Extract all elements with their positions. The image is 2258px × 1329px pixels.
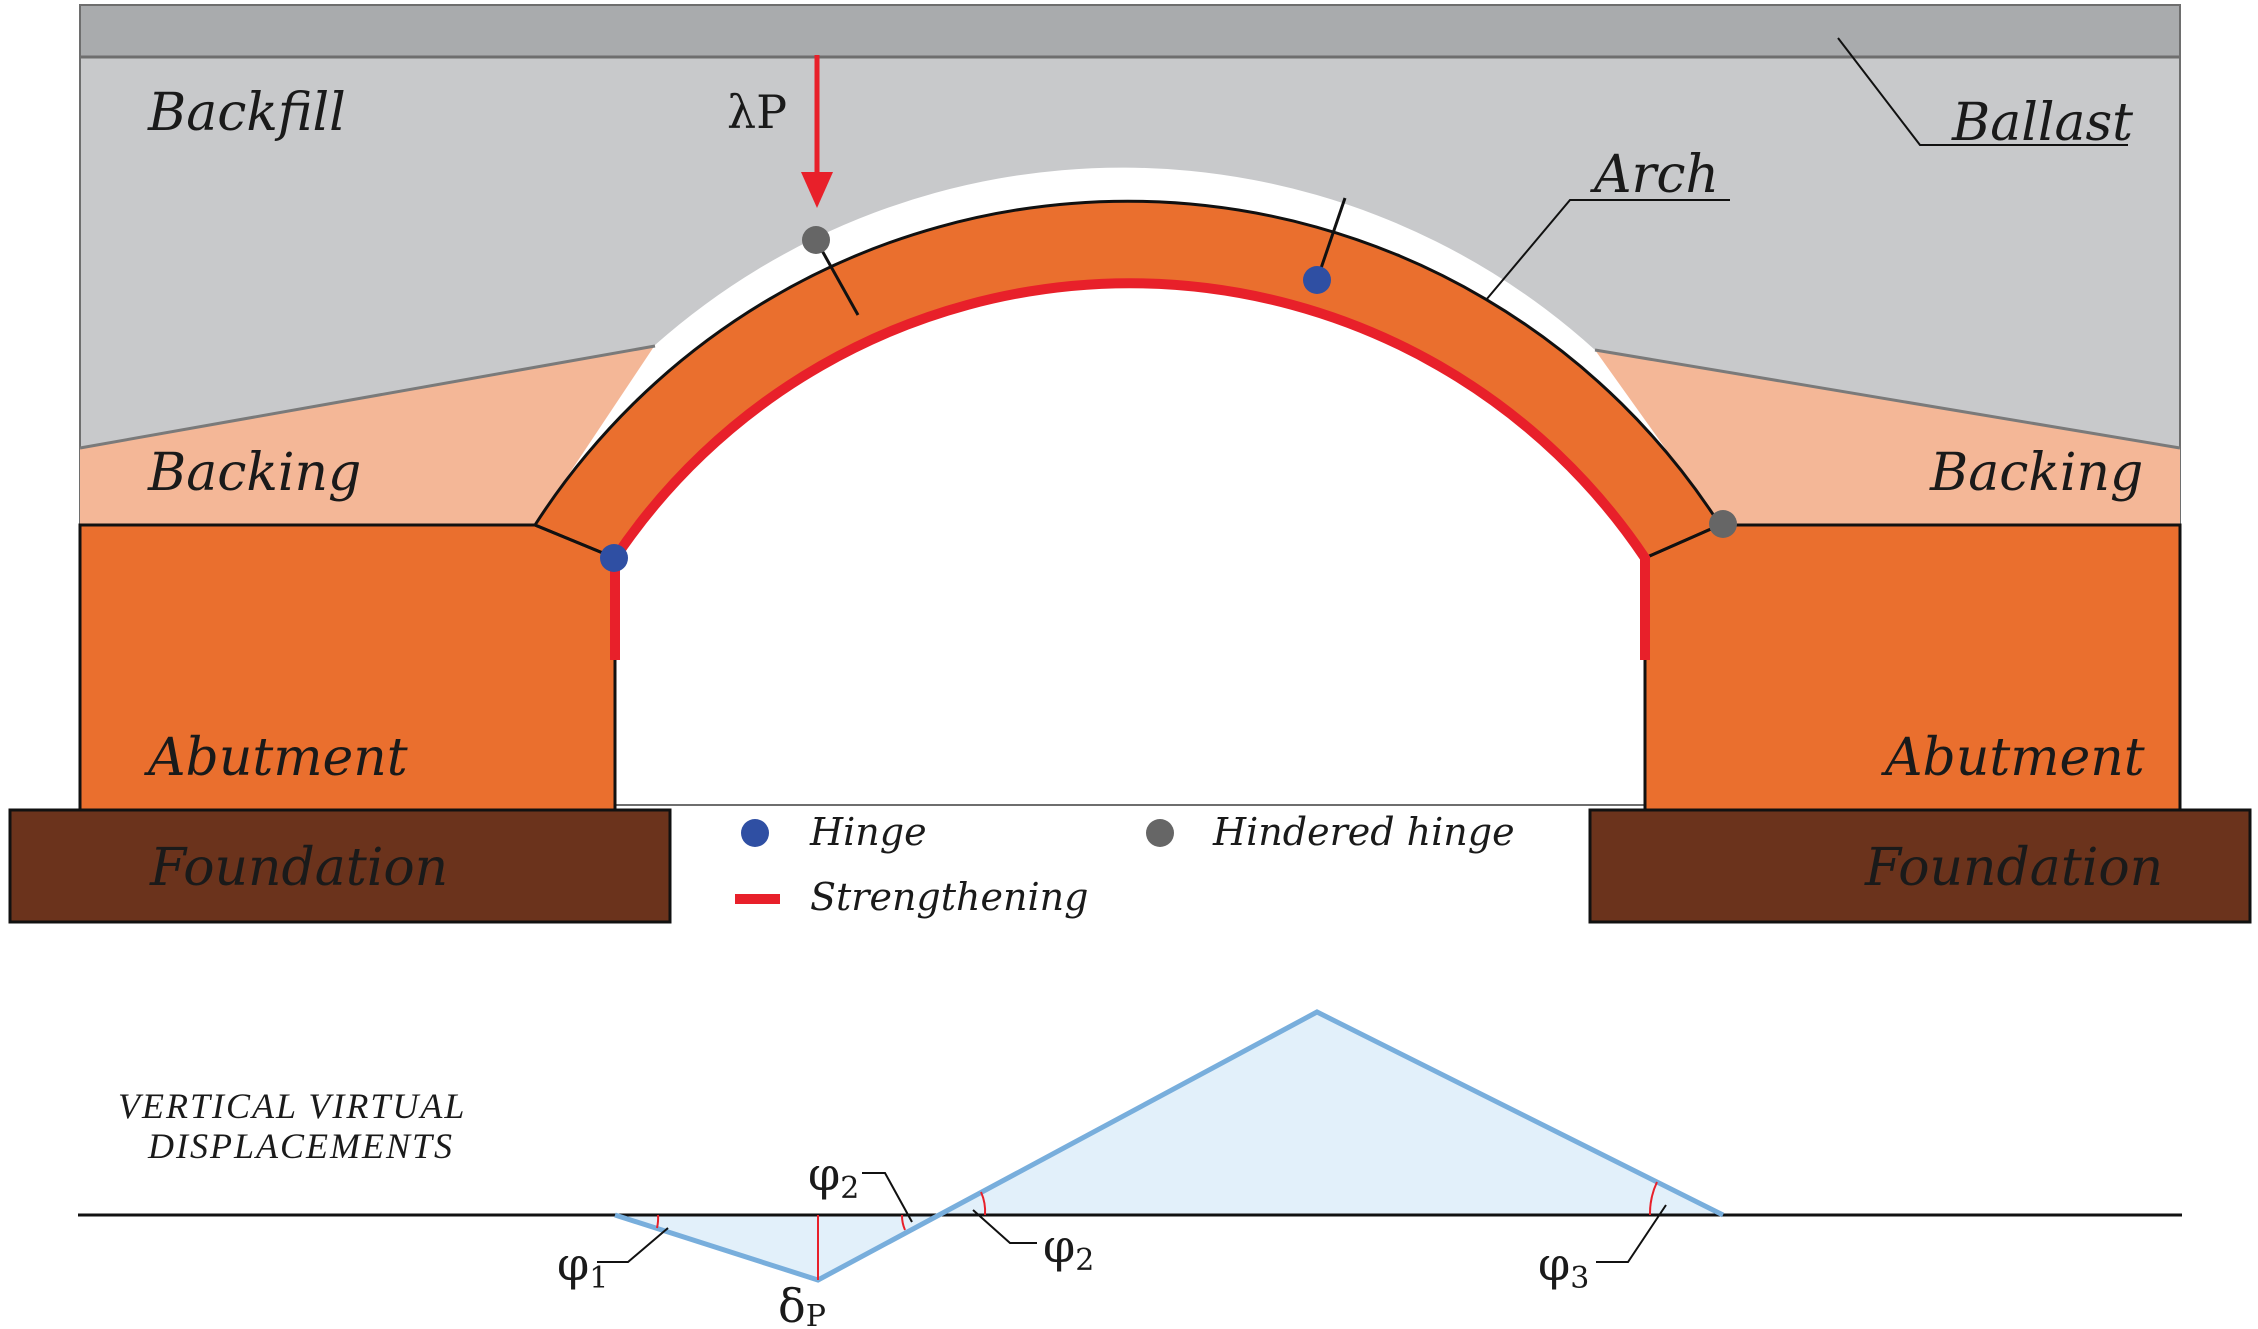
phi3-label: φ3 bbox=[1538, 1237, 1589, 1296]
arch-joint-right-springing bbox=[1644, 523, 1721, 560]
phi2-left-leader bbox=[862, 1172, 913, 1223]
backing-right bbox=[1595, 350, 2180, 525]
abutment-left-label: Abutment bbox=[144, 728, 408, 788]
hindered-hinge-load bbox=[802, 226, 830, 254]
mechanism-fill-right bbox=[937, 1012, 1723, 1215]
backing-right-label: Backing bbox=[1929, 443, 2143, 503]
backfill-label: Backfill bbox=[147, 83, 346, 143]
phi2-right-leader bbox=[972, 1209, 1037, 1244]
legend-hindered-hinge-icon bbox=[1146, 819, 1174, 847]
legend-hindered-hinge-label: Hindered hinge bbox=[1212, 810, 1515, 854]
hindered-hinge-right bbox=[1709, 510, 1737, 538]
foundation-left bbox=[8, 808, 672, 924]
phi1-leader bbox=[597, 1227, 669, 1263]
outer-frame bbox=[79, 4, 2181, 806]
mechanism-fill-left bbox=[615, 1215, 937, 1280]
strengthening-line bbox=[610, 278, 1650, 660]
backing-right-top-edge bbox=[1594, 348, 2181, 450]
foundation-right-label: Foundation bbox=[1864, 838, 2163, 898]
abutment-right-label: Abutment bbox=[1881, 728, 2145, 788]
legend-hinge-icon bbox=[741, 819, 769, 847]
backing-left bbox=[80, 345, 655, 525]
backing-left-label: Backing bbox=[147, 443, 361, 503]
arch-joint-right-crown bbox=[1315, 197, 1347, 281]
arch-leader bbox=[1485, 199, 1730, 301]
phi1-label: φ1 bbox=[557, 1237, 608, 1296]
phi2-left-label: φ2 bbox=[808, 1147, 859, 1206]
hinge-crown-right bbox=[1303, 266, 1331, 294]
displacement-title-line1: VERTICAL VIRTUAL bbox=[118, 1086, 466, 1126]
foundation-left-label: Foundation bbox=[149, 838, 448, 898]
ballast-leader bbox=[1837, 37, 2128, 146]
phi2-right-arc bbox=[980, 1191, 987, 1216]
foundation-right bbox=[1588, 808, 2252, 924]
hinge-left-springing bbox=[600, 544, 628, 572]
arch-label: Arch bbox=[1590, 145, 1719, 205]
delta-p-label: δP bbox=[778, 1279, 826, 1329]
phi1-arc bbox=[656, 1214, 660, 1229]
legend-hinge-label: Hinge bbox=[809, 810, 927, 854]
displacement-title-line2: DISPLACEMENTS bbox=[147, 1126, 454, 1166]
phi3-arc bbox=[1648, 1181, 1658, 1216]
backfill-region bbox=[80, 55, 2180, 448]
phi2-right-label: φ2 bbox=[1043, 1219, 1094, 1278]
load-arrow-head bbox=[801, 172, 833, 208]
load-label: λP bbox=[727, 85, 787, 139]
ballast-label: Ballast bbox=[1951, 93, 2133, 153]
legend-strengthening-label: Strengthening bbox=[810, 875, 1088, 919]
mechanism-profile bbox=[614, 1009, 1725, 1283]
ballast-layer bbox=[80, 5, 2180, 57]
abutment-right bbox=[1643, 523, 2182, 812]
phi3-leader bbox=[1596, 1204, 1667, 1263]
backing-left-top-edge bbox=[79, 344, 656, 450]
phi2-left-arc bbox=[900, 1214, 906, 1231]
